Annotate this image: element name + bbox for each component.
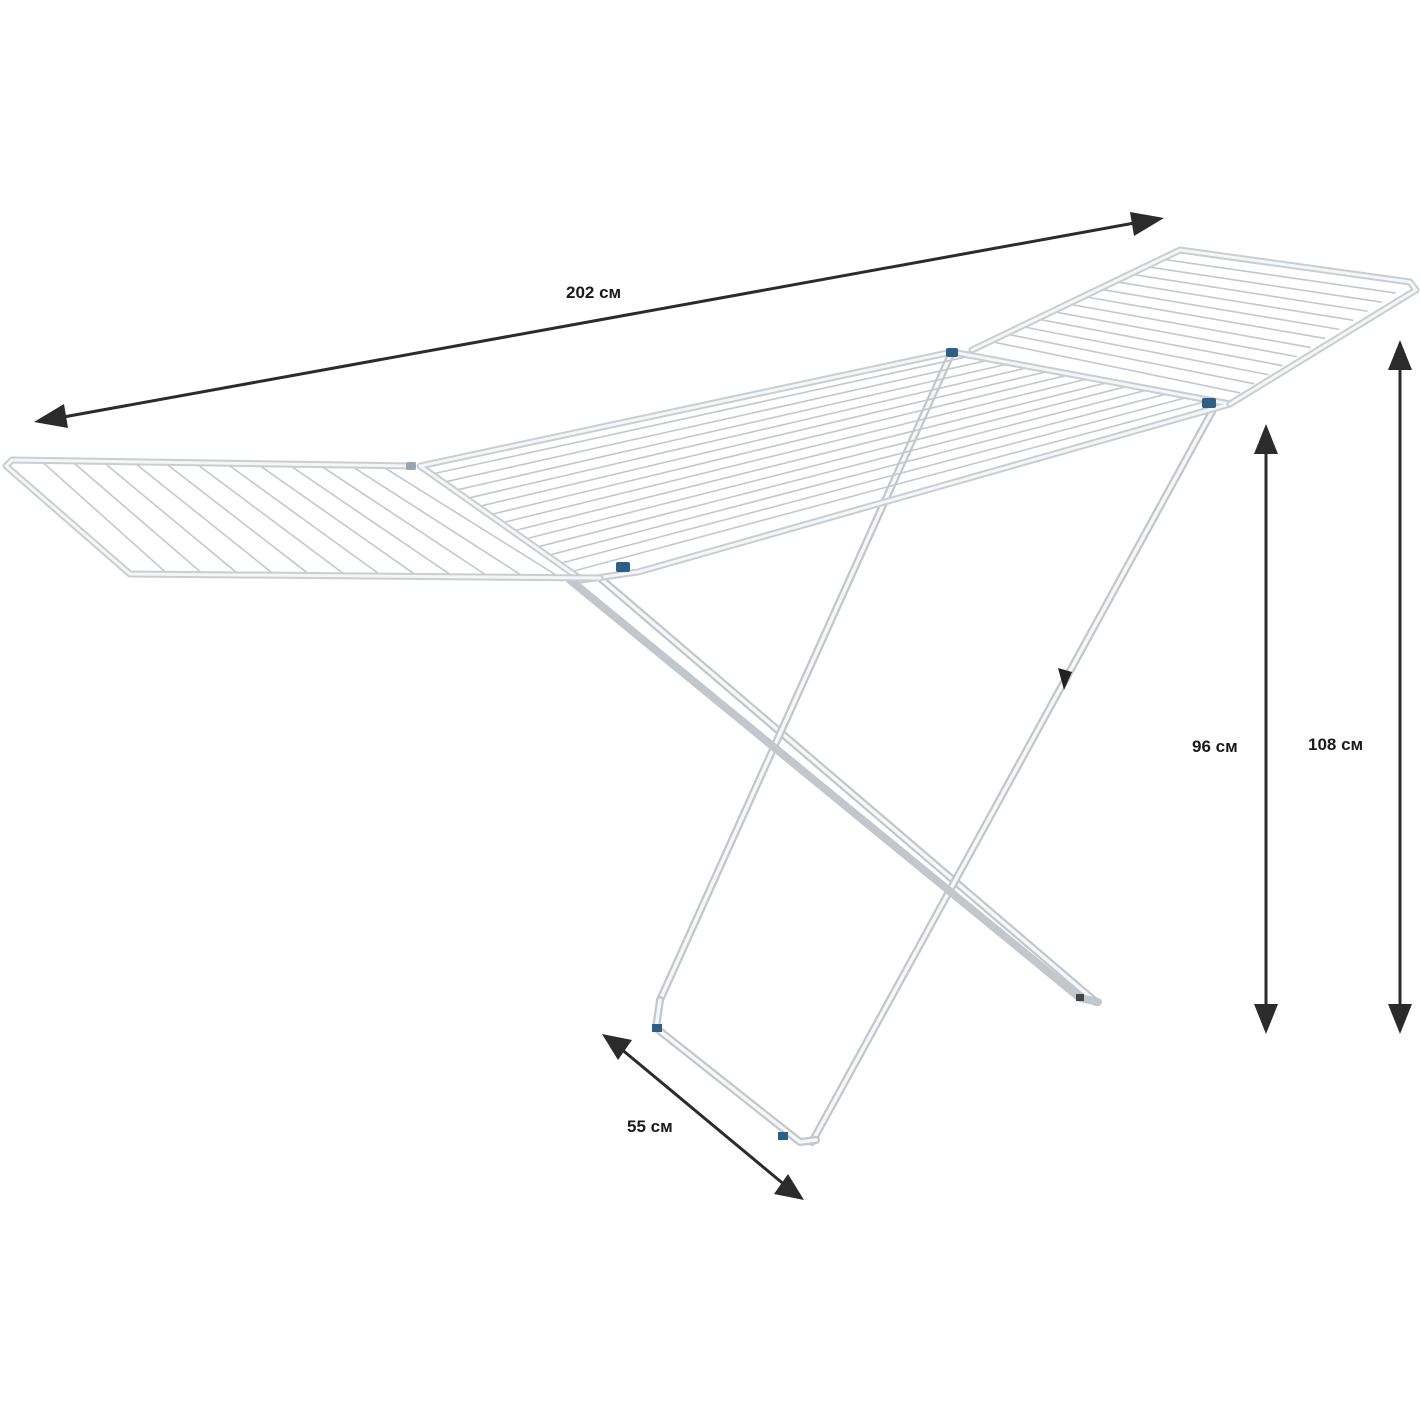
hanging-wire (196, 463, 346, 576)
hanging-wire (558, 395, 1191, 565)
depth-label: 55 см (627, 1117, 673, 1136)
arrow-head-left (34, 404, 68, 428)
hanging-wire (1133, 273, 1368, 313)
hanging-wire (1056, 311, 1297, 358)
rack-legs (566, 348, 1218, 1146)
total-height-label: 108 см (1308, 735, 1363, 754)
hanging-wire (257, 463, 418, 577)
hanging-wire (535, 388, 1151, 549)
hanging-wire (1164, 258, 1396, 294)
hinge-back-right (946, 348, 958, 357)
hanging-wire (500, 377, 1092, 524)
hanging-wire (1026, 326, 1269, 376)
hanging-wire (73, 462, 203, 574)
length-dimension-arrow (34, 212, 1164, 428)
right-wing (968, 246, 1420, 408)
drying-rack (2, 246, 1420, 1146)
hanging-wire (1149, 266, 1382, 303)
leg-inner (566, 576, 1084, 1002)
hanging-wire (489, 373, 1072, 516)
hinge-back-left (406, 462, 416, 470)
hanging-wire (1118, 281, 1354, 322)
foot-cap-rear (1076, 994, 1084, 1001)
hanging-wire (288, 464, 454, 577)
hanging-wire (319, 464, 489, 578)
hanging-wire (570, 399, 1211, 573)
hanging-wire (165, 462, 310, 575)
depth-dimension-arrow (602, 1034, 804, 1200)
hanging-wire (1072, 303, 1312, 349)
frame-height-dimension-arrow (1254, 424, 1278, 1034)
hanging-wire (477, 369, 1052, 508)
foot-cap-front-right (778, 1132, 788, 1140)
hinge-joints (406, 348, 1216, 572)
total-height-dimension-arrow (1388, 340, 1412, 1034)
length-label: 202 см (566, 283, 621, 302)
hanging-wire (547, 392, 1171, 557)
hanging-wire (350, 464, 525, 578)
hanging-wire (523, 384, 1131, 541)
center-panel (416, 348, 1234, 584)
front-foot-bar (652, 996, 820, 1146)
hanging-wire (1087, 296, 1326, 340)
hanging-wire (134, 462, 274, 575)
hanging-wire (466, 366, 1032, 500)
dimension-arrows (34, 212, 1412, 1200)
hanging-wire (103, 462, 239, 575)
left-wing (2, 456, 604, 582)
hanging-wire (431, 354, 973, 475)
hinge-front-left (616, 562, 630, 572)
hanging-wire (442, 358, 992, 484)
hanging-wire (1102, 288, 1340, 331)
hanging-wire (42, 461, 167, 574)
hinge-front-right (1202, 398, 1216, 408)
frame-height-label: 96 см (1192, 737, 1238, 756)
hanging-wire (380, 465, 561, 579)
hanging-wire (454, 362, 1012, 492)
leg-lock-clip (1058, 668, 1072, 690)
foot-cap-front-left (652, 1024, 662, 1032)
hanging-wire (1010, 334, 1255, 385)
arrow-head-right (1130, 212, 1164, 236)
hanging-wire (1041, 319, 1283, 367)
hanging-wire (512, 380, 1112, 532)
hanging-wire (226, 463, 382, 576)
hanging-wire (995, 341, 1241, 394)
